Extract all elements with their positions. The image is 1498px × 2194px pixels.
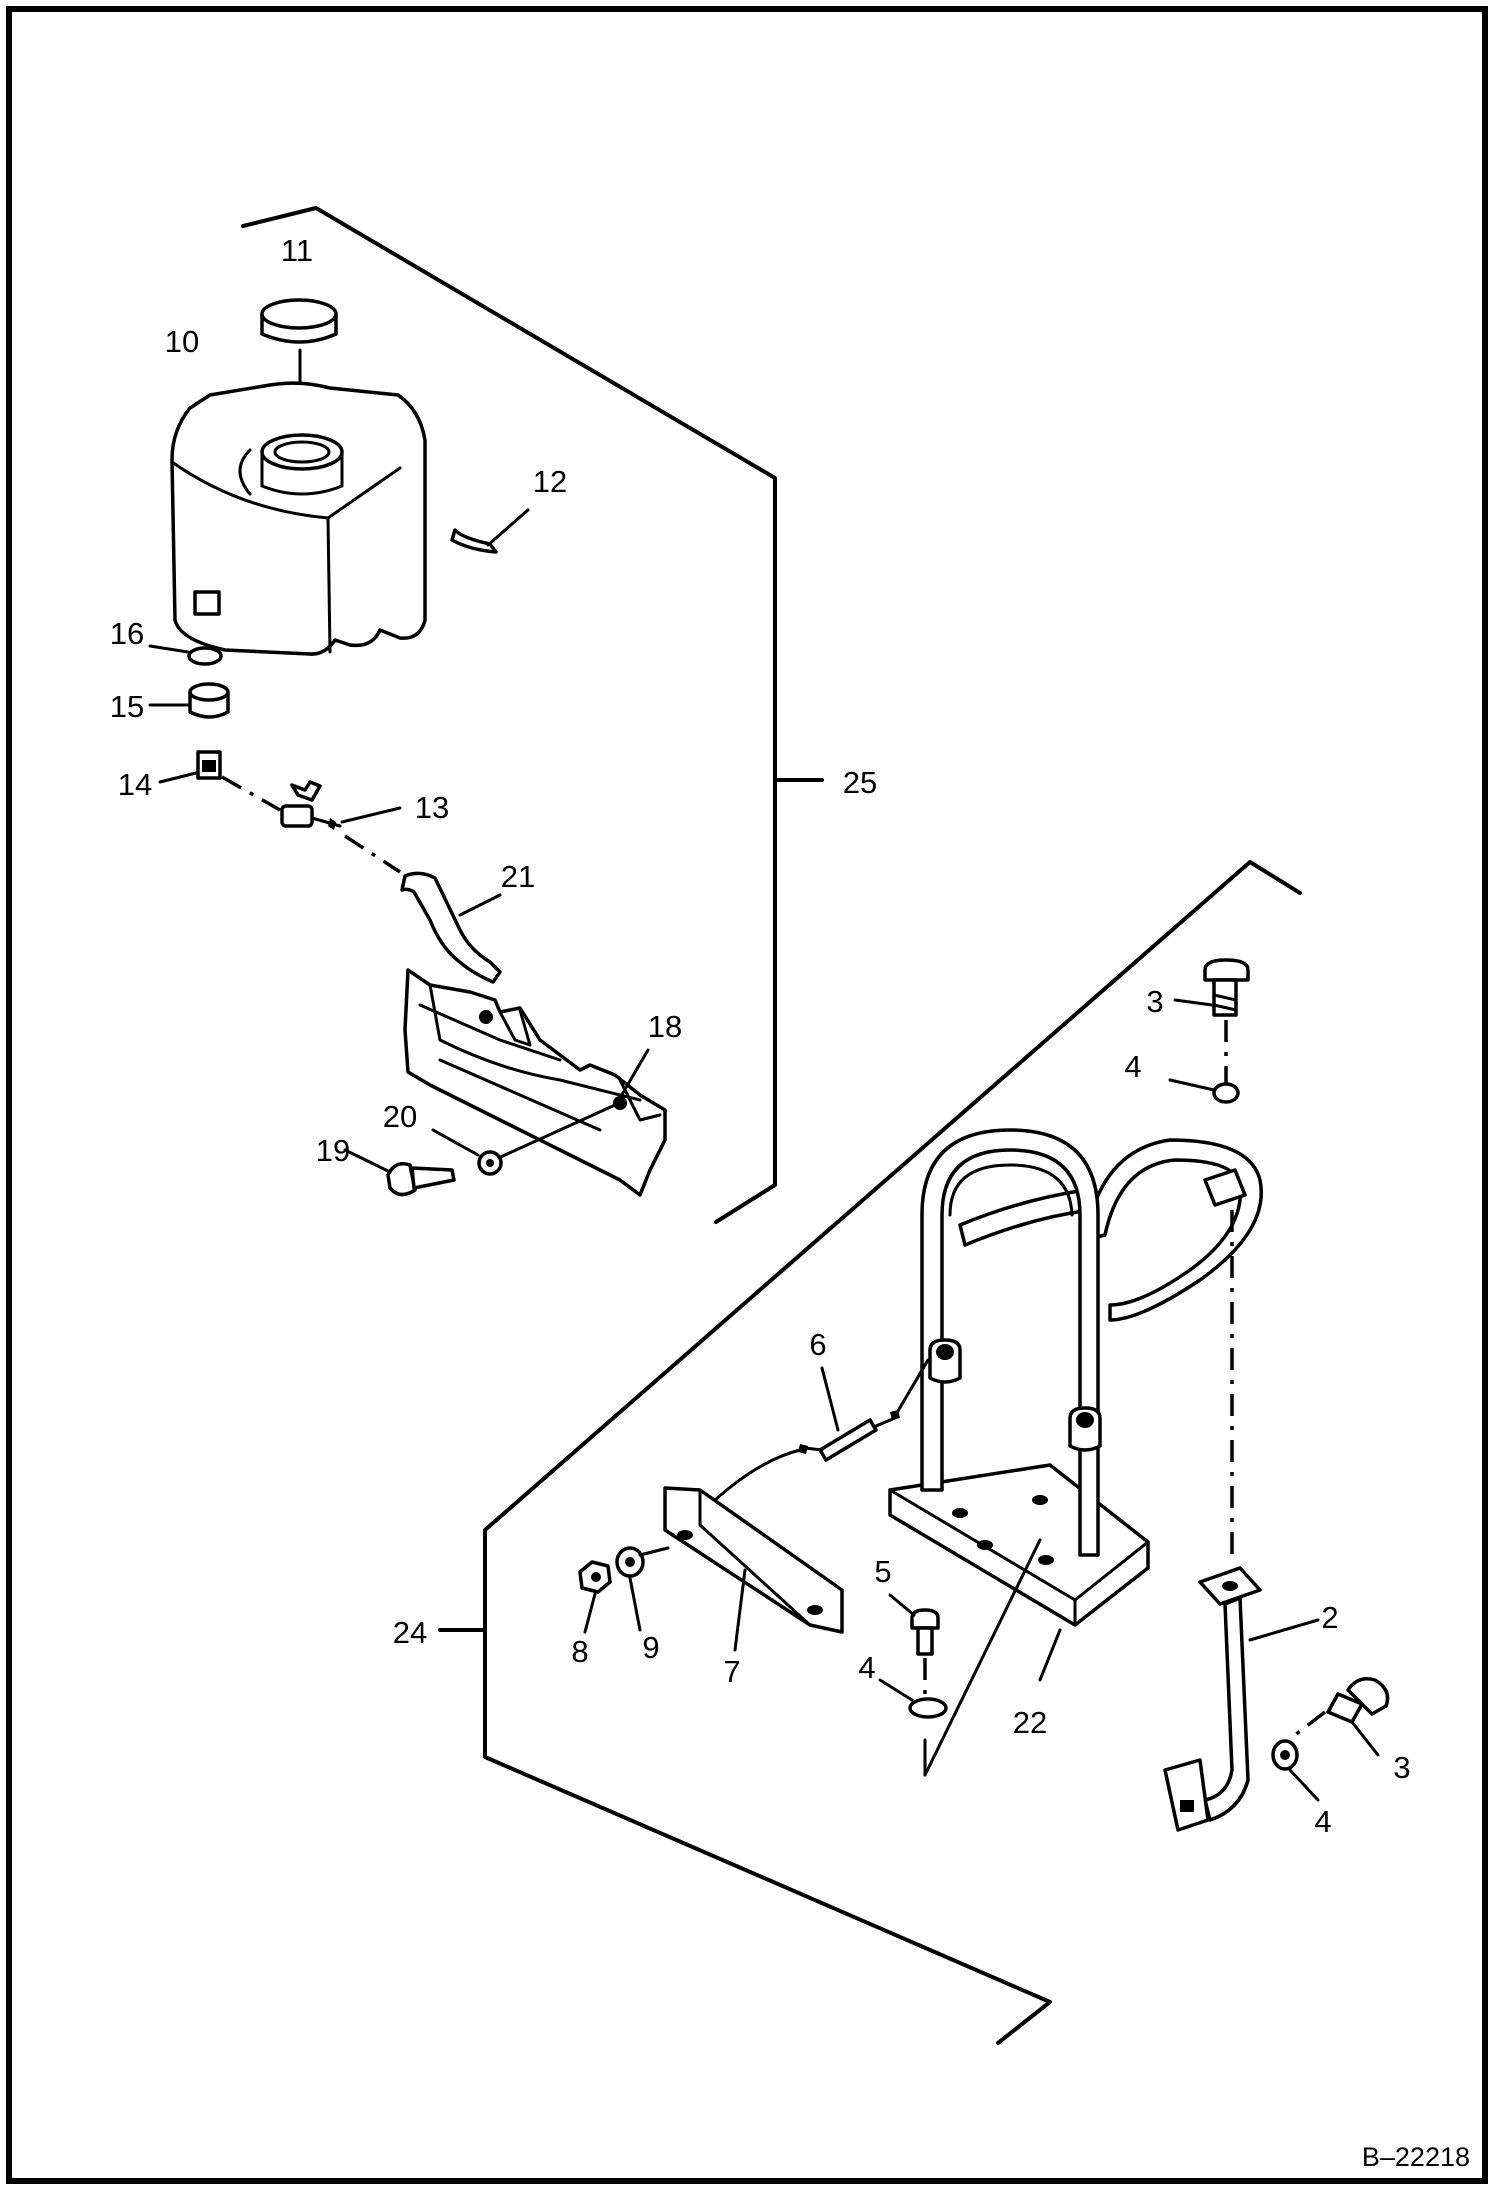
reservoir-tank-part-10 <box>170 381 427 656</box>
leader-19 <box>343 1148 392 1174</box>
bolt-part-19 <box>386 1162 456 1197</box>
leader-4-top <box>1168 1078 1216 1092</box>
callout-19: 19 <box>316 1133 350 1168</box>
leader-7 <box>733 1568 747 1652</box>
centerline-13-21 <box>344 834 401 874</box>
drawing-frame <box>6 6 1488 2184</box>
leader-13 <box>340 806 402 824</box>
centerline-3-4-right <box>1293 1710 1327 1737</box>
callout-18: 18 <box>648 1009 682 1044</box>
callout-12: 12 <box>533 464 567 499</box>
strap-part-7 <box>663 1486 844 1634</box>
clip-part-12 <box>450 528 498 554</box>
callout-21: 21 <box>501 859 535 894</box>
callout-2: 2 <box>1321 1600 1338 1635</box>
centerline-20-18 <box>492 1103 617 1162</box>
centerline-6-boss <box>893 1358 930 1418</box>
callout-7: 7 <box>723 1654 740 1689</box>
callout-3-top: 3 <box>1146 984 1163 1019</box>
callout-25: 25 <box>843 765 877 800</box>
centerline-6-7 <box>713 1448 802 1502</box>
roll-bar-frame-part-22 <box>888 1128 1263 1627</box>
centerline-14-13 <box>221 775 281 812</box>
drain-cock-part-13 <box>280 780 342 830</box>
group-bracket-24 <box>483 860 1302 2045</box>
leader-8 <box>583 1592 597 1634</box>
leader-16 <box>148 644 190 654</box>
callout-4-plate: 4 <box>858 1650 875 1685</box>
leader-2 <box>1248 1618 1320 1642</box>
leader-12 <box>486 508 530 547</box>
leader-6 <box>820 1366 840 1432</box>
stud-part-6 <box>798 1410 900 1462</box>
leader-20 <box>431 1128 480 1157</box>
leader-21 <box>458 893 502 917</box>
bracket-plate-part-18 <box>403 968 667 1197</box>
leader-4-plate-a <box>923 1538 1042 1777</box>
bushing-part-15 <box>188 682 230 719</box>
callout-10: 10 <box>165 324 199 359</box>
cap-part-11 <box>260 298 338 344</box>
leader-4-right <box>1288 1768 1320 1802</box>
bolt-part-3-top <box>1203 958 1250 1017</box>
washer-part-4-plate <box>908 1697 948 1719</box>
washer-part-4-top <box>1212 1082 1240 1104</box>
drawing-number: B–22218 <box>1362 2142 1470 2172</box>
callout-8: 8 <box>571 1634 588 1669</box>
callout-13: 13 <box>415 790 449 825</box>
callout-24: 24 <box>393 1615 427 1650</box>
callout-4-right: 4 <box>1314 1804 1331 1839</box>
leader-22 <box>1038 1628 1062 1682</box>
leader-14 <box>158 771 198 784</box>
group-bracket-25 <box>241 206 777 1224</box>
bolt-part-3-right <box>1326 1677 1390 1724</box>
callout-5: 5 <box>874 1554 891 1589</box>
callout-6: 6 <box>809 1327 826 1362</box>
washer-part-16 <box>187 646 223 666</box>
callout-11: 11 <box>281 233 313 268</box>
fitting-part-14 <box>196 750 222 780</box>
callout-3-right: 3 <box>1393 1750 1410 1785</box>
callout-15: 15 <box>110 689 144 724</box>
leader-3-top <box>1173 998 1214 1007</box>
leader-18 <box>618 1048 650 1100</box>
leader-4-plate <box>878 1678 914 1702</box>
callout-22: 22 <box>1013 1705 1047 1740</box>
leader-9 <box>628 1576 642 1632</box>
leader-5 <box>888 1593 916 1617</box>
bolt-part-5 <box>910 1608 940 1656</box>
callout-20: 20 <box>383 1099 417 1134</box>
leader-3-right <box>1350 1720 1380 1757</box>
support-bracket-part-2 <box>1163 1566 1262 1832</box>
callout-4-top: 4 <box>1124 1049 1141 1084</box>
hose-part-21 <box>400 871 502 984</box>
callout-14: 14 <box>118 767 152 802</box>
callout-9: 9 <box>642 1630 659 1665</box>
callout-16: 16 <box>110 616 144 651</box>
centerline-9-7 <box>638 1546 670 1557</box>
